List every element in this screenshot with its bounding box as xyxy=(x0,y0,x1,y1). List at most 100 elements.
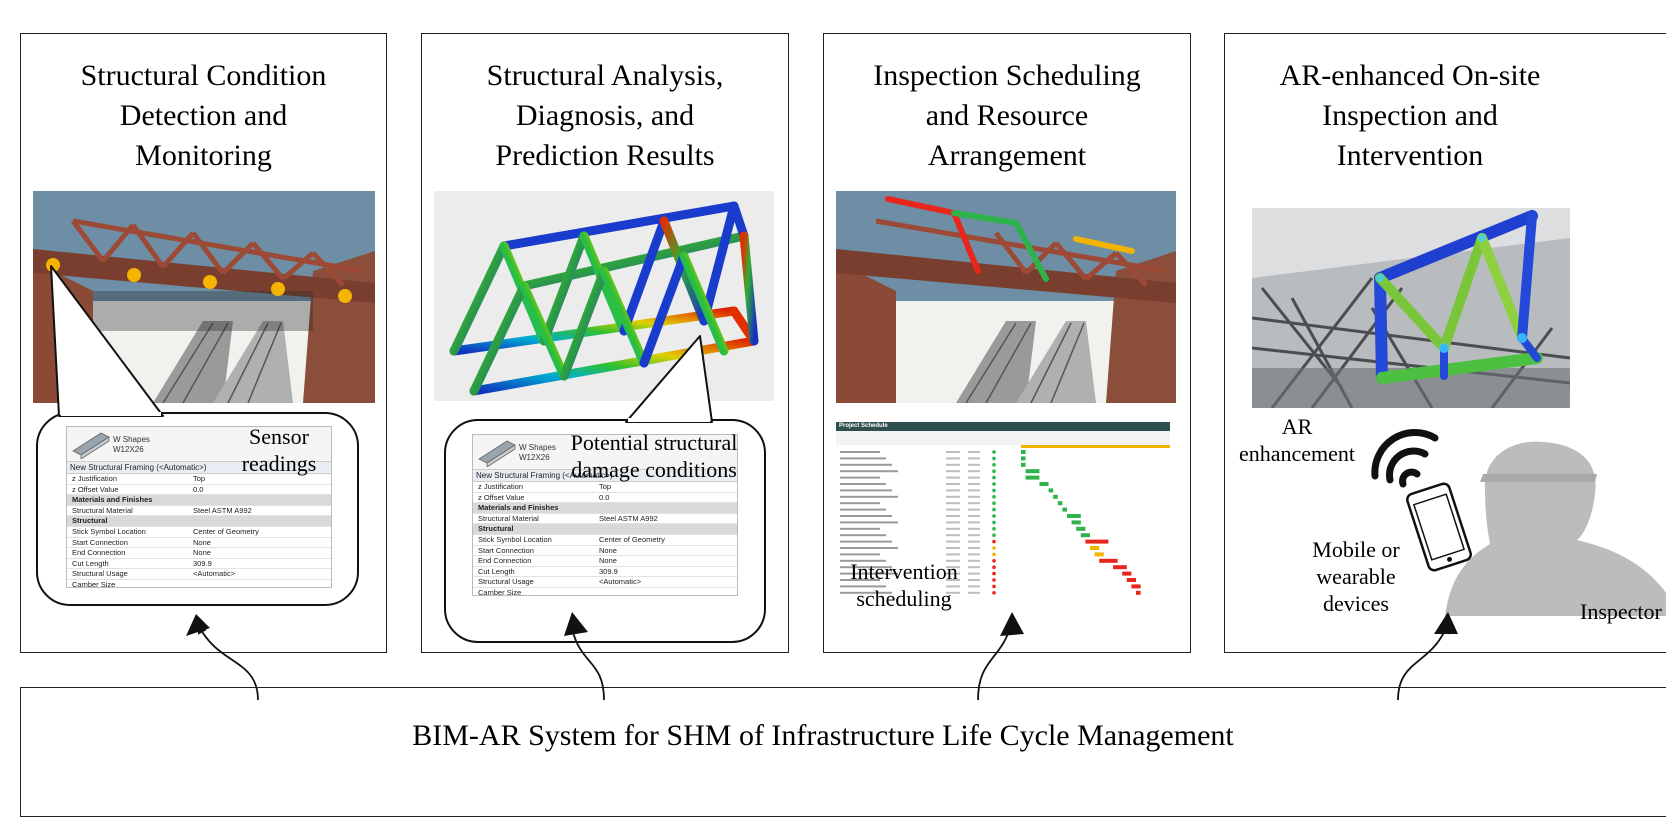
property-value: Center of Geometry xyxy=(599,534,665,544)
callout-pointer xyxy=(625,335,713,423)
sensor-markers xyxy=(46,258,352,303)
schedule-title: Project Schedule xyxy=(836,422,1170,431)
panel-title: Inspection Scheduling and Resource Arran… xyxy=(873,59,1141,172)
task-status xyxy=(992,501,996,505)
gantt-timeline-bar xyxy=(1021,445,1170,448)
property-value xyxy=(190,580,331,587)
task-status xyxy=(992,546,996,550)
property-row[interactable]: Structural xyxy=(473,524,737,535)
property-value xyxy=(190,495,331,505)
task-status xyxy=(992,571,996,576)
gantt-bar xyxy=(1053,494,1058,499)
task-date xyxy=(968,495,980,498)
task-date xyxy=(946,483,960,485)
task-date xyxy=(968,463,980,466)
property-row[interactable]: z Offset Value 0.0 xyxy=(473,493,737,504)
type-selector[interactable]: New Structural Framing (<Automatic>) xyxy=(67,462,331,474)
task-date xyxy=(946,476,960,479)
property-row[interactable]: Structural Usage<Automatic> xyxy=(67,569,331,580)
mobile-devices-label: Mobile or wearable devices xyxy=(1312,537,1400,616)
property-key: z Offset Value xyxy=(478,492,525,502)
task-date xyxy=(946,591,960,594)
property-value: None xyxy=(193,537,211,547)
gantt-bar xyxy=(1067,514,1081,518)
task-date xyxy=(946,585,960,588)
property-value xyxy=(190,516,331,526)
property-key: z Justification xyxy=(478,482,524,491)
task-status xyxy=(992,591,996,595)
task-name xyxy=(840,527,880,530)
property-value: Center of Geometry xyxy=(193,526,259,536)
task-name xyxy=(840,559,886,562)
task-status xyxy=(992,456,996,461)
panel-condition-detection: Structural Condition Detection and Monit… xyxy=(20,33,387,653)
task-date xyxy=(968,559,980,562)
property-value: None xyxy=(193,548,211,558)
property-row[interactable]: Camber Size xyxy=(473,587,737,596)
member-green xyxy=(1013,220,1049,282)
sensor-dot xyxy=(271,282,285,296)
task-name xyxy=(840,566,892,569)
inspector-label: Inspector xyxy=(1580,599,1662,624)
callout-pointer xyxy=(50,265,164,417)
task-date xyxy=(968,521,980,524)
type-selector[interactable]: New Structural Framing (<Automatic>) xyxy=(473,470,737,482)
panel-structural-analysis: Structural Analysis, Diagnosis, and Pred… xyxy=(421,33,789,653)
property-value: 0.0 xyxy=(599,492,610,502)
property-row[interactable]: Structural Usage<Automatic> xyxy=(473,577,737,588)
system-title: BIM-AR System for SHM of Infrastructure … xyxy=(412,719,1234,752)
task-name xyxy=(840,540,892,543)
task-date xyxy=(968,489,980,492)
wifi-icon xyxy=(1371,429,1439,488)
task-status xyxy=(992,469,996,473)
bim-ar-system-box xyxy=(20,687,1666,817)
property-value: Steel ASTM A992 xyxy=(193,505,252,515)
gantt-bar xyxy=(1021,450,1026,454)
gantt-bar xyxy=(1122,571,1132,576)
task-date xyxy=(968,451,980,453)
task-name xyxy=(840,476,880,479)
task-name xyxy=(840,553,880,556)
property-value xyxy=(596,524,737,534)
truss-stress-illustration xyxy=(449,201,759,396)
property-key: Start Connection xyxy=(478,545,534,555)
sensor-dot xyxy=(338,289,352,303)
property-key: z Offset Value xyxy=(72,484,119,494)
property-row[interactable]: Camber Size xyxy=(67,580,331,587)
gantt-bar xyxy=(1048,488,1054,493)
property-row[interactable]: Materials and Finishes xyxy=(473,503,737,514)
property-row[interactable]: Structural xyxy=(67,516,331,527)
property-row[interactable]: Materials and Finishes xyxy=(67,495,331,506)
property-row[interactable]: Structural Material Steel ASTM A992 xyxy=(67,506,331,517)
property-key: Structural Material xyxy=(72,505,133,515)
panel-inspection-scheduling: Inspection Scheduling and Resource Arran… xyxy=(823,33,1191,653)
task-date xyxy=(968,585,980,588)
property-key: Camber Size xyxy=(478,587,522,596)
task-name xyxy=(840,585,886,588)
member-green xyxy=(951,210,1019,226)
gantt-bar xyxy=(1094,552,1104,557)
task-date xyxy=(946,502,960,505)
task-date xyxy=(946,566,960,569)
task-name xyxy=(840,591,892,594)
inspector-silhouette xyxy=(1445,441,1666,616)
task-date xyxy=(946,534,960,537)
task-status xyxy=(992,584,996,589)
task-date xyxy=(946,515,960,517)
task-name xyxy=(840,572,898,575)
task-name xyxy=(840,579,880,581)
